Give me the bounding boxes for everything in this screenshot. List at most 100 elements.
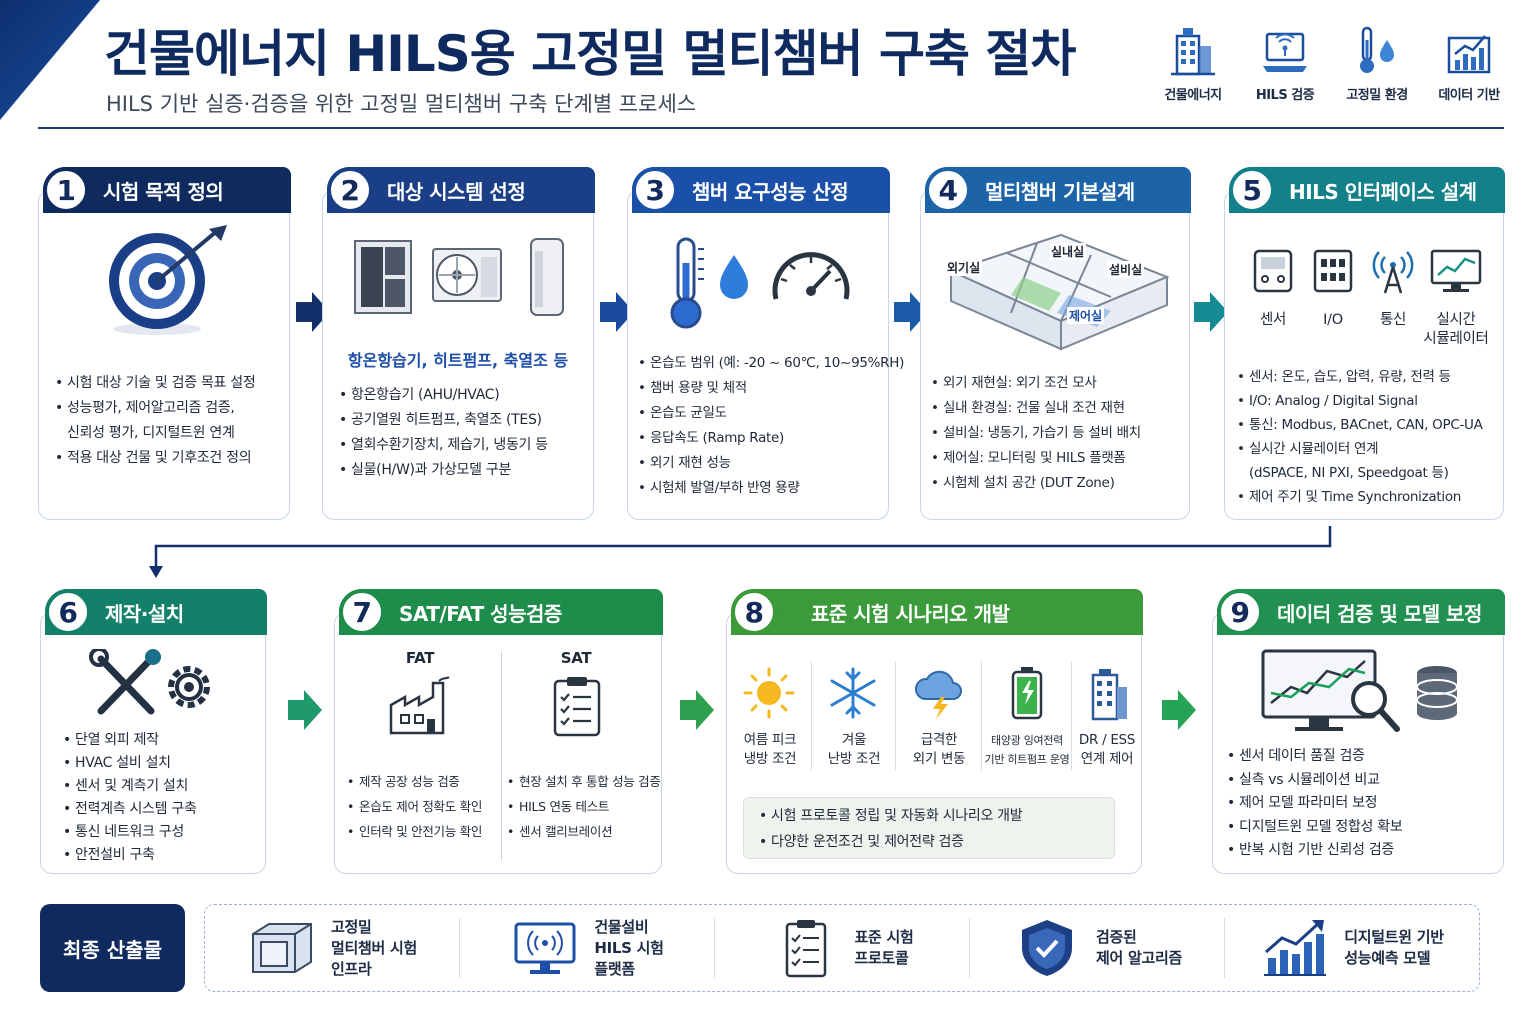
bullet-continued: 신뢰성 평가, 디지털트윈 연계 xyxy=(67,425,235,441)
bullet: 시험 프로토콜 정립 및 자동화 시나리오 개발 xyxy=(759,803,1023,829)
step-6-bullets: 단열 외피 제작 HVAC 설비 설치 센서 및 계측기 설치 전력계측 시스템… xyxy=(63,729,197,867)
step-number: 5 xyxy=(1229,167,1275,213)
target-icon xyxy=(109,225,227,335)
bullet-continued: (dSPACE, NI PXI, Speedgoat 등) xyxy=(1249,465,1449,481)
step-4-card: 4 멀티챔버 기본설계 외기실 실내실 설비실 제어실 외기 재현실: 외기 조… xyxy=(920,167,1191,520)
hvac-equipment-icon xyxy=(354,238,564,316)
bullet: 통신 네트워크 구성 xyxy=(63,821,197,844)
scenario-label-dr-ess: DR / ESS 연계 제어 xyxy=(1078,732,1136,767)
deliverable-item: 표준 시험 프로토콜 xyxy=(715,918,970,978)
sun-icon xyxy=(743,667,795,719)
step-number: 6 xyxy=(45,589,91,635)
factory-icon xyxy=(389,676,450,735)
bullet: 제작 공장 성능 검증 xyxy=(347,769,482,794)
step-title: HILS 인터페이스 설계 xyxy=(1289,179,1477,204)
step-title: 멀티챔버 기본설계 xyxy=(985,179,1135,204)
bullet: 시험체 발열/부하 반영 용량 xyxy=(638,476,904,501)
arrow-right-icon xyxy=(1162,690,1196,730)
sensor-icon xyxy=(1253,249,1293,293)
step-1-card: 1 시험 목적 정의 시험 대상 기술 및 검증 목표 설정 성능평가, 제어알… xyxy=(38,167,291,520)
thermo-drop-icon xyxy=(1360,26,1394,73)
bullet: 열회수환기장치, 제습기, 냉동기 등 xyxy=(339,433,548,458)
fat-label: FAT xyxy=(405,649,435,667)
checklist-icon xyxy=(785,920,826,978)
page-subtitle: HILS 기반 실증·검증을 위한 고정밀 멀티챔버 구축 단계별 프로세스 xyxy=(106,92,697,116)
header-icons: 건물에너지 HILS 검증 고정밀 환경 데이터 기반 xyxy=(1154,24,1508,103)
clipboard-check-icon xyxy=(553,677,601,737)
scenario-label-summer: 여름 피크 냉방 조건 xyxy=(743,732,797,767)
header-divider xyxy=(38,127,1504,129)
storm-cloud-icon xyxy=(915,670,962,719)
step-9-card: 9 데이터 검증 및 모델 보정 센서 데이터 품질 검증 실측 vs 시뮬레이… xyxy=(1212,589,1505,874)
step-number: 7 xyxy=(339,589,385,635)
deliverable-text: 건물설비 HILS 시험 플랫폼 xyxy=(594,917,664,978)
bullet: 안전설비 구축 xyxy=(63,844,197,867)
battery-icon xyxy=(1011,667,1043,720)
header-icon-label: 건물에너지 xyxy=(1164,88,1222,103)
interface-label-sensor: 센서 xyxy=(1259,312,1287,328)
arrow-right-icon xyxy=(894,292,928,332)
multichamber-floorplan-icon xyxy=(948,233,1170,351)
bullet: 시험체 설치 공간 (DUT Zone) xyxy=(931,471,1141,496)
interface-label-io: I/O xyxy=(1323,312,1343,328)
interface-label-comm: 통신 xyxy=(1379,312,1407,328)
bullet: 공기열원 히트펌프, 축열조 (TES) xyxy=(339,408,548,433)
page-title: 건물에너지 HILS용 고정밀 멀티챔버 구축 절차 xyxy=(104,25,1076,83)
step-7-card: 7 SAT/FAT 성능검증 FAT SAT 제작 공장 성능 검증 온습도 제… xyxy=(334,589,663,874)
divider xyxy=(1071,661,1072,771)
bullet: 적용 대상 건물 및 기후조건 정의 xyxy=(55,446,255,471)
deliverable-item: 고정밀 멀티챔버 시험 인프라 xyxy=(205,918,460,978)
bullet: HVAC 설비 설치 xyxy=(63,752,197,775)
step-8-header: 8 표준 시험 시나리오 개발 xyxy=(731,589,1143,635)
arrow-right-icon xyxy=(1194,292,1228,332)
bullet: 실물(H/W)과 가상모델 구분 xyxy=(339,458,548,483)
bullet: 성능평가, 제어알고리즘 검증, xyxy=(55,396,255,421)
step-title: SAT/FAT 성능검증 xyxy=(399,601,562,626)
bullet: 단열 외피 제작 xyxy=(63,729,197,752)
divider xyxy=(981,661,982,771)
bullet: 온습도 제어 정확도 확인 xyxy=(347,794,482,819)
step-2-bullets: 항온항습기 (AHU/HVAC) 공기열원 히트펌프, 축열조 (TES) 열회… xyxy=(339,383,548,483)
bullet: 센서: 온도, 습도, 압력, 유량, 전력 등 xyxy=(1237,365,1483,389)
scenario-label-winter: 겨울 난방 조건 xyxy=(827,732,881,767)
step-6-header: 6 제작·설치 xyxy=(45,589,267,635)
monitor-signal-icon xyxy=(514,922,576,974)
bullet: 반복 시험 기반 신뢰성 검증 xyxy=(1227,839,1402,863)
arrow-right-icon xyxy=(288,690,322,730)
header-icon-precision: 고정밀 환경 xyxy=(1338,24,1416,103)
step-title: 챔버 요구성능 산정 xyxy=(692,179,849,204)
step-number: 3 xyxy=(632,167,678,213)
bullet: 응답속도 (Ramp Rate) xyxy=(638,426,904,451)
header-icon-hils: HILS 검증 xyxy=(1246,24,1324,103)
snowflake-icon xyxy=(830,667,876,719)
step-3-card: 3 챔버 요구성능 산정 온습도 범위 (예: -20 ~ 60℃, 10~95… xyxy=(627,167,904,520)
bullet: 외기 재현 성능 xyxy=(638,451,904,476)
header-icon-label: HILS 검증 xyxy=(1255,88,1315,103)
step-8-bullets: 시험 프로토콜 정립 및 자동화 시나리오 개발 다양한 운전조건 및 제어전략… xyxy=(759,803,1023,855)
divider xyxy=(811,661,812,771)
corner-decoration xyxy=(0,0,100,120)
step-title: 제작·설치 xyxy=(105,601,184,626)
deliverable-item: 건물설비 HILS 시험 플랫폼 xyxy=(460,918,715,978)
step-9-header: 9 데이터 검증 및 모델 보정 xyxy=(1217,589,1505,635)
step-2-header: 2 대상 시스템 선정 xyxy=(327,167,595,213)
step-number: 8 xyxy=(731,589,777,635)
fat-bullets: 제작 공장 성능 검증 온습도 제어 정확도 확인 인터락 및 안전기능 확인 xyxy=(347,769,482,844)
bullet: 실내 환경실: 건물 실내 조건 재현 xyxy=(931,396,1141,421)
step-9-bullets: 센서 데이터 품질 검증 실측 vs 시뮬레이션 비교 제어 모델 파라미터 보… xyxy=(1227,745,1403,863)
final-deliverables: 고정밀 멀티챔버 시험 인프라 건물설비 HILS 시험 플랫폼 표준 시험 프… xyxy=(204,904,1480,992)
growth-chart-icon xyxy=(1264,920,1327,976)
bullet: I/O: Analog / Digital Signal xyxy=(1237,389,1483,413)
header-icon-label: 고정밀 환경 xyxy=(1346,88,1408,103)
divider xyxy=(501,651,502,861)
step-8-card: 8 표준 시험 시나리오 개발 여름 피크 냉방 조건 겨울 난방 조건 급격한… xyxy=(726,589,1143,874)
deliverable-item: 디지털트윈 기반 성능예측 모델 xyxy=(1225,918,1479,978)
bullet: HILS 연동 테스트 xyxy=(507,794,661,819)
monitor-analysis-icon xyxy=(1261,649,1400,732)
bullet: 실시간 시뮬레이터 연계 xyxy=(1237,437,1483,461)
deliverable-text: 디지털트윈 기반 성능예측 모델 xyxy=(1344,928,1444,967)
bullet: 센서 및 계측기 설치 xyxy=(63,775,197,798)
building-icon xyxy=(1091,669,1127,721)
bullet: 온습도 균일도 xyxy=(638,401,904,426)
bullet: 인터락 및 안전기능 확인 xyxy=(347,819,482,844)
